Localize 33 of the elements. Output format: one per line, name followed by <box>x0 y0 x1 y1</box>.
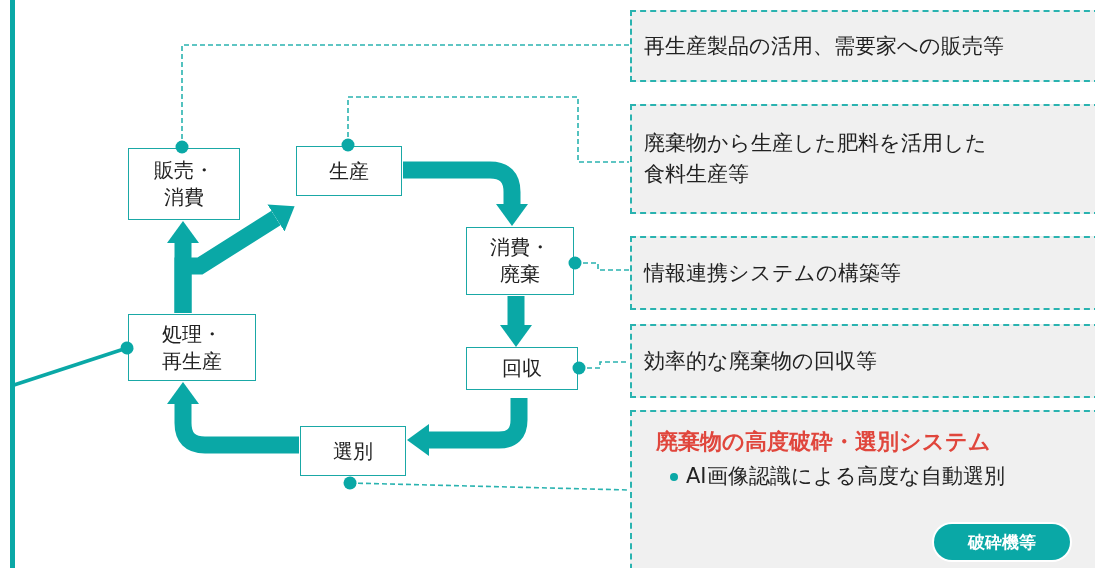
heading: 廃棄物の高度破砕・選別システム <box>655 428 991 456</box>
leader-line <box>341 96 630 163</box>
connector-line <box>13 341 134 387</box>
note-box <box>630 236 1095 310</box>
box-label: 生産 <box>329 157 369 185</box>
leader-line <box>175 44 630 154</box>
process-box <box>466 347 578 390</box>
note-box <box>630 324 1095 398</box>
note-text: 廃棄物から生産した肥料を活用した食料生産等 <box>644 130 988 188</box>
flow-arrow <box>174 204 295 313</box>
process-box <box>128 148 240 220</box>
process-box <box>296 146 402 196</box>
leader-line <box>343 476 630 491</box>
box-label: 処理・再生産 <box>161 320 223 375</box>
box-label: 消費・廃棄 <box>489 234 551 288</box>
flow-arrow <box>403 161 528 226</box>
tag-badge: 破砕機等 <box>934 524 1070 560</box>
process-box <box>300 426 406 476</box>
bullet-text: AI画像認識による高度な自動選別 <box>686 463 1005 490</box>
note-text: 効率的な廃棄物の回収等 <box>644 347 878 375</box>
flow-arrow <box>167 382 299 454</box>
process-box <box>466 227 574 295</box>
note-box <box>630 410 1095 568</box>
leader-line <box>568 256 630 271</box>
note-text: 情報連携システムの構築等 <box>644 259 902 287</box>
box-label: 販売・消費 <box>153 157 215 211</box>
box-label: 回収 <box>502 355 542 382</box>
note-box <box>630 104 1095 214</box>
note-text: 再生産製品の活用、需要家への販売等 <box>644 32 1005 60</box>
flow-arrow <box>500 296 532 347</box>
process-box <box>128 314 256 381</box>
note-box <box>630 10 1095 82</box>
box-label: 選別 <box>333 437 373 465</box>
